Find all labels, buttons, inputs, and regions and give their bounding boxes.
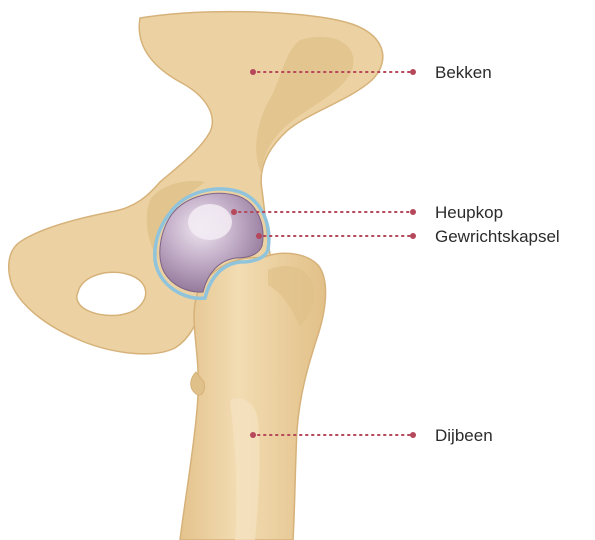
bekken-anchor-dot — [250, 69, 256, 75]
label-heupkop: Heupkop — [231, 203, 503, 222]
femur-bone — [180, 253, 326, 540]
gewrichtskapsel-anchor-dot — [256, 233, 262, 239]
label-gewrichtskapsel: Gewrichtskapsel — [256, 227, 560, 246]
heupkop-end-dot — [410, 209, 416, 215]
gewrichtskapsel-end-dot — [410, 233, 416, 239]
dijbeen-label: Dijbeen — [435, 426, 493, 445]
gewrichtskapsel-label: Gewrichtskapsel — [435, 227, 560, 246]
obturator-foramen — [77, 272, 146, 315]
dijbeen-anchor-dot — [250, 432, 256, 438]
dijbeen-end-dot — [410, 432, 416, 438]
heupkop-label: Heupkop — [435, 203, 503, 222]
bekken-end-dot — [410, 69, 416, 75]
bekken-label: Bekken — [435, 63, 492, 82]
femoral-head-highlight — [188, 204, 232, 240]
heupkop-anchor-dot — [231, 209, 237, 215]
